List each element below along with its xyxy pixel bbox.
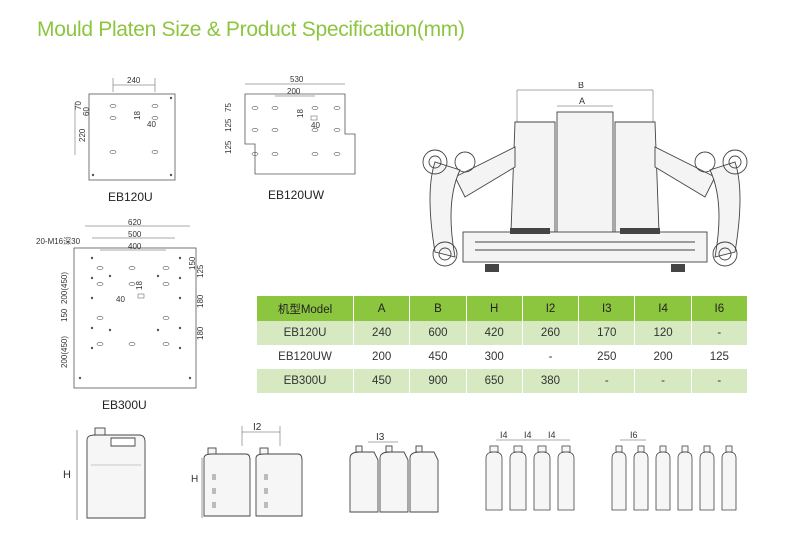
table-cell: 240 <box>353 321 411 345</box>
table-cell: 420 <box>466 321 523 345</box>
svg-text:150: 150 <box>60 308 69 322</box>
eb120u-platen-drawing: 240 70 60 220 18 40 <box>74 76 176 181</box>
table-cell: 450 <box>353 369 411 393</box>
dim-a-label: A <box>579 96 585 106</box>
svg-text:400: 400 <box>128 242 142 251</box>
svg-text:18: 18 <box>296 109 305 118</box>
table-cell: 380 <box>522 369 580 393</box>
svg-text:I3: I3 <box>376 432 385 443</box>
product-bottle-six: I6 <box>611 430 737 511</box>
svg-text:I4: I4 <box>500 430 508 440</box>
svg-text:125: 125 <box>224 118 233 132</box>
table-cell: 200 <box>353 345 411 369</box>
svg-text:18: 18 <box>133 111 142 120</box>
header-i4: I4 <box>634 296 692 321</box>
table-cell: 125 <box>691 345 749 369</box>
svg-text:40: 40 <box>147 120 156 129</box>
header-a: A <box>353 296 411 321</box>
svg-text:180: 180 <box>196 294 205 308</box>
header-i3: I3 <box>578 296 636 321</box>
eb120u-dim-top: 240 <box>127 76 141 85</box>
svg-text:H: H <box>191 474 198 485</box>
table-cell: - <box>691 321 749 345</box>
svg-text:18: 18 <box>135 281 144 290</box>
eb120uw-dim-top1: 530 <box>290 75 304 84</box>
product-jerrycan-single: H <box>63 427 146 520</box>
eb120uw-label: EB120UW <box>268 188 325 202</box>
svg-text:I2: I2 <box>253 422 262 433</box>
eb300u-note: 20-M16深30 <box>36 237 81 246</box>
eb300u-platen-drawing: 620 500 400 200(450) 150 200(450) 125 18… <box>60 218 205 389</box>
svg-text:I4: I4 <box>548 430 556 440</box>
table-cell: EB120U <box>257 321 354 345</box>
table-cell: 300 <box>466 345 523 369</box>
table-cell: - <box>522 345 580 369</box>
table-cell: - <box>691 369 749 393</box>
svg-text:200: 200 <box>287 87 301 96</box>
product-bottle-quad: I4 I4 I4 <box>485 430 575 511</box>
table-row: EB120UW 200 450 300 - 250 200 125 <box>257 345 749 369</box>
svg-text:125: 125 <box>196 264 205 278</box>
svg-text:I6: I6 <box>630 430 638 440</box>
svg-text:620: 620 <box>128 218 142 227</box>
table-cell: 250 <box>578 345 636 369</box>
table-cell: 170 <box>578 321 636 345</box>
dim-b-label: B <box>578 82 584 90</box>
table-cell: EB300U <box>257 369 354 393</box>
svg-text:200(450): 200(450) <box>60 272 69 304</box>
table-row: EB300U 450 900 650 380 - - - <box>257 369 749 393</box>
svg-text:70: 70 <box>74 101 83 110</box>
header-b: B <box>409 296 467 321</box>
table-cell: 650 <box>466 369 523 393</box>
table-cell: 450 <box>409 345 467 369</box>
header-i6: I6 <box>691 296 749 321</box>
table-cell: 600 <box>409 321 467 345</box>
table-cell: 120 <box>634 321 692 345</box>
spec-table: 机型Model A B H I2 I3 I4 I6 EB120U 240 600… <box>257 296 749 393</box>
table-cell: - <box>578 369 636 393</box>
page-title: Mould Platen Size & Product Specificatio… <box>37 18 465 41</box>
svg-text:500: 500 <box>128 230 142 239</box>
header-i2: I2 <box>522 296 580 321</box>
eb120uw-platen-drawing: 530 200 75 125 125 18 40 <box>224 75 356 175</box>
header-model: 机型Model <box>257 296 354 321</box>
svg-text:220: 220 <box>78 128 87 142</box>
svg-text:40: 40 <box>311 121 320 130</box>
table-cell: 200 <box>634 345 692 369</box>
svg-text:I4: I4 <box>524 430 532 440</box>
eb300u-label: EB300U <box>102 398 147 412</box>
spec-table-header-row: 机型Model A B H I2 I3 I4 I6 <box>257 296 749 321</box>
machine-clamp-illustration: B A <box>422 82 748 272</box>
eb120u-label: EB120U <box>108 190 153 204</box>
svg-text:H: H <box>63 469 71 481</box>
table-cell: - <box>634 369 692 393</box>
svg-text:60: 60 <box>82 107 91 116</box>
svg-text:125: 125 <box>224 140 233 154</box>
svg-text:75: 75 <box>224 103 233 112</box>
product-jug-triple: I3 <box>349 432 439 513</box>
header-h: H <box>466 296 523 321</box>
table-row: EB120U 240 600 420 260 170 120 - <box>257 321 749 345</box>
table-cell: 900 <box>409 369 467 393</box>
svg-text:200(450): 200(450) <box>60 336 69 368</box>
svg-text:40: 40 <box>116 295 125 304</box>
table-cell: 260 <box>522 321 580 345</box>
svg-text:150: 150 <box>188 256 197 270</box>
product-jerrycan-double: I2 H <box>191 422 303 518</box>
svg-text:180: 180 <box>196 326 205 340</box>
table-cell: EB120UW <box>257 345 354 369</box>
